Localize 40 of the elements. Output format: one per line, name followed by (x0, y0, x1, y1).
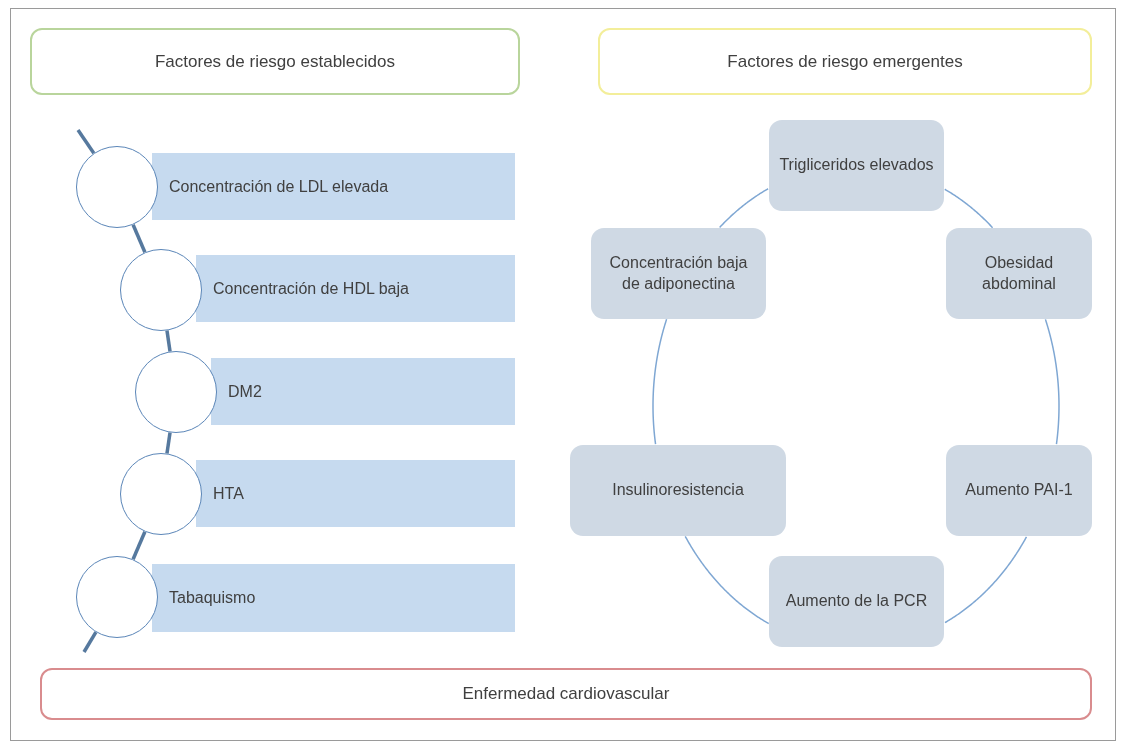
factor-label: Tabaquismo (169, 589, 256, 607)
factor-label: Concentración baja de adiponectina (608, 252, 749, 294)
factor-label: DM2 (228, 382, 262, 401)
factor-bar (211, 358, 515, 425)
connector-line (76, 129, 96, 155)
factor-label: Aumento de la PCR (785, 591, 928, 612)
factor-label: Enfermedad cardiovascular (462, 684, 670, 704)
header-box (40, 668, 1092, 720)
factor-box (570, 445, 786, 536)
factor-label: Trigliceridos elevados (779, 155, 934, 176)
header-box (598, 28, 1092, 95)
factor-bar (196, 255, 515, 322)
factor-label: Concentración de LDL elevada (169, 177, 389, 196)
factor-label: Concentración de HDL baja (213, 279, 409, 298)
connector-line (684, 535, 770, 625)
factor-label: Obesidad abdominal (981, 252, 1057, 294)
factor-box (769, 556, 944, 647)
connector-line (165, 330, 172, 352)
header-box (30, 28, 520, 95)
factor-bar (152, 564, 515, 632)
connector-line (1044, 318, 1060, 445)
connector-line (718, 188, 769, 229)
factor-box (946, 445, 1092, 536)
factor-label: Factores de riesgo emergentes (727, 51, 963, 72)
connector-line (944, 188, 994, 229)
factor-box (769, 120, 944, 211)
connector-line (944, 536, 1028, 624)
connector-line (165, 432, 172, 454)
factor-box (946, 228, 1092, 319)
factor-label: Aumento PAI-1 (965, 480, 1073, 501)
connector-line (652, 318, 668, 445)
factor-label: Insulinoresistencia (612, 480, 744, 501)
factor-label: Factores de riesgo establecidos (155, 51, 395, 72)
connector-line (131, 531, 147, 560)
factor-bar (196, 460, 515, 527)
factor-box (591, 228, 766, 319)
connector-line (131, 224, 147, 253)
factor-bar (152, 153, 515, 220)
factor-label: HTA (213, 484, 244, 503)
connector-line (82, 631, 98, 653)
